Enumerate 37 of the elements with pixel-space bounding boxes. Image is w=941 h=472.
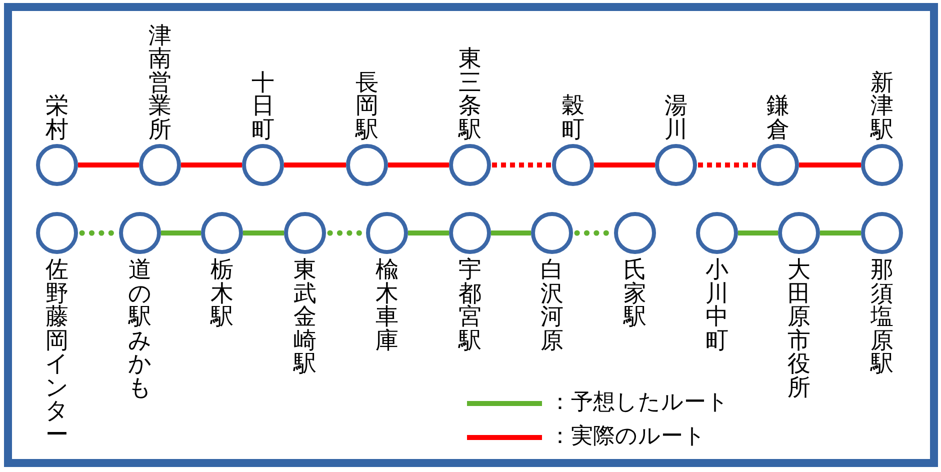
route-line	[161, 230, 201, 236]
station-name: 白沢河原	[540, 259, 564, 353]
station-name: 新津駅	[870, 72, 894, 142]
station-name: 那須塩原駅	[870, 259, 894, 376]
station-name: 長岡駅	[355, 72, 379, 142]
dotted-route-line	[698, 162, 756, 168]
route-line	[799, 162, 861, 168]
station-name: 宇都宮駅	[458, 259, 482, 353]
route-line	[491, 230, 531, 236]
route-line	[243, 230, 284, 236]
route-line	[78, 162, 139, 168]
route-line	[408, 230, 449, 236]
station-name: 栄村	[45, 95, 69, 142]
station-name: 穀町	[561, 95, 585, 142]
route-line	[594, 162, 655, 168]
station-name: 楡木車庫	[375, 259, 399, 353]
station-name: 東武金崎駅	[293, 259, 317, 376]
station-name: 佐野藤岡インター	[45, 259, 69, 447]
route-line	[284, 162, 346, 168]
legend-label: ：予想したルート	[549, 390, 729, 416]
dotted-route-line	[327, 230, 365, 236]
station-name: 十日町	[251, 72, 275, 142]
dotted-route-line	[492, 162, 551, 168]
station-name: 氏家駅	[623, 259, 647, 330]
station-name: 湯川	[664, 95, 688, 142]
legend-label: ：実際のルート	[549, 424, 706, 450]
station-name: 津南営業所	[148, 24, 172, 142]
station-name: 東三条駅	[458, 48, 482, 142]
station-name: 道の駅みかも	[128, 259, 152, 400]
station-name: 鎌倉	[766, 95, 790, 142]
route-line	[738, 230, 778, 236]
station-name: 小川中町	[705, 259, 729, 353]
route-line	[181, 162, 242, 168]
station-name: 大田原市役所	[787, 259, 811, 400]
route-line	[388, 162, 449, 168]
station-name: 栃木駅	[210, 259, 234, 330]
route-line	[820, 230, 861, 236]
